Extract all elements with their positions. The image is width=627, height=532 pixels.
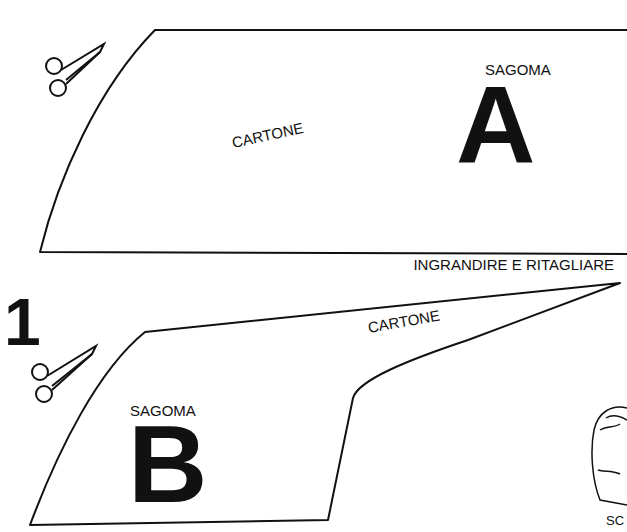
scissors — [46, 44, 104, 96]
outline-path — [40, 30, 627, 254]
outline-path — [30, 283, 620, 525]
template-letter: A — [456, 69, 535, 179]
instruction-note: INGRANDIRE E RITAGLIARE — [413, 257, 614, 272]
partial-figure — [592, 407, 627, 505]
cardboard-template: CARTONESAGOMAB — [28, 280, 625, 530]
template-letter: B — [128, 409, 207, 519]
material-note: CARTONE — [230, 120, 304, 150]
template-outline — [28, 280, 625, 530]
material-note: CARTONE — [367, 307, 441, 334]
partial-label: SC — [606, 514, 624, 527]
cardboard-template: SAGOMAACARTONE — [38, 28, 627, 256]
step-number: 1 — [4, 289, 41, 355]
scissors — [32, 346, 96, 402]
